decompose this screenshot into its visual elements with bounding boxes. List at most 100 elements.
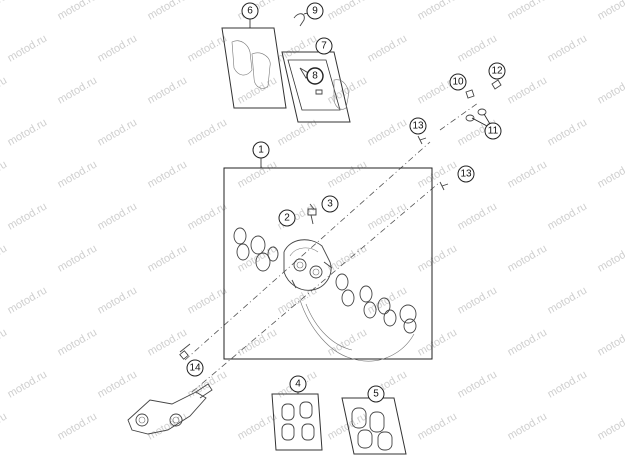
watermark-text: motod.ru [416, 158, 460, 190]
watermark-text: motod.ru [276, 284, 320, 316]
svg-text:11: 11 [488, 126, 499, 137]
watermark-text: motod.ru [416, 0, 460, 23]
watermark-text: motod.ru [56, 158, 100, 190]
callout-14: 14 [186, 359, 204, 377]
callout-4: 4 [289, 375, 307, 393]
callout-10: 10 [449, 73, 467, 91]
watermark-text: motod.ru [0, 242, 9, 274]
watermark-text: motod.ru [546, 284, 590, 316]
svg-text:4: 4 [295, 379, 301, 390]
svg-text:5: 5 [373, 389, 379, 400]
callout-2: 2 [278, 209, 296, 227]
watermark-text: motod.ru [96, 200, 140, 232]
watermark-text: motod.ru [146, 410, 190, 442]
watermark-text: motod.ru [546, 368, 590, 400]
watermark-text: motod.ru [326, 0, 370, 23]
watermark-text: motod.ru [546, 116, 590, 148]
svg-text:9: 9 [312, 6, 318, 17]
pin-and-rings [465, 79, 502, 122]
callout-12: 12 [488, 62, 506, 80]
watermark-text: motod.ru [236, 326, 280, 358]
watermark-text: motod.ru [416, 410, 460, 442]
watermark-text: motod.ru [6, 284, 50, 316]
callout-1: 1 [252, 141, 270, 159]
watermark-text: motod.ru [366, 200, 410, 232]
watermark-text: motod.ru [0, 0, 9, 23]
watermark-text: motod.ru [56, 242, 100, 274]
callout-13-upper: 13 [409, 117, 427, 135]
watermark-text: motod.ru [0, 158, 9, 190]
watermark-text: motod.ru [146, 326, 190, 358]
watermark-text: motod.ru [0, 74, 9, 106]
svg-text:13: 13 [412, 121, 424, 132]
watermark-text: motod.ru [186, 200, 230, 232]
watermark-text: motod.ru [546, 200, 590, 232]
svg-text:12: 12 [491, 66, 503, 77]
watermark-text: motod.ru [96, 368, 140, 400]
mounting-bolts [417, 135, 449, 191]
watermark-text: motod.ru [596, 242, 625, 274]
watermark-text: motod.ru [456, 368, 500, 400]
watermark-text: motod.ru [506, 0, 550, 23]
watermark-text: motod.ru [456, 200, 500, 232]
callout-5: 5 [367, 385, 385, 403]
watermark-text: motod.ru [596, 410, 625, 442]
piston-seals-left [233, 227, 279, 272]
watermark-text: motod.ru [326, 158, 370, 190]
watermark-text: motod.ru [96, 32, 140, 64]
callout-3: 3 [321, 195, 339, 213]
callout-8: 8 [306, 67, 324, 85]
svg-text:14: 14 [189, 363, 201, 374]
watermark-text: motod.ru [596, 158, 625, 190]
brake-disc [299, 299, 415, 362]
watermark-text: motod.ru [56, 326, 100, 358]
callout-13-lower: 13 [457, 165, 475, 183]
callout-9: 9 [306, 2, 324, 20]
watermark-text: motod.ru [506, 410, 550, 442]
watermark-text: motod.ru [456, 284, 500, 316]
watermark-text: motod.ru [146, 242, 190, 274]
watermark-text: motod.ru [366, 284, 410, 316]
svg-text:10: 10 [452, 77, 464, 88]
pad-kit-panel-6 [221, 18, 287, 109]
watermark-text: motod.ru [506, 158, 550, 190]
watermark-text: motod.ru [456, 32, 500, 64]
watermark-text: motod.ru [596, 0, 625, 23]
watermark-text: motod.ru [146, 0, 190, 23]
callout-6: 6 [241, 2, 259, 20]
svg-text:6: 6 [247, 6, 253, 17]
watermark-text: motod.ru [56, 410, 100, 442]
watermark-text: motod.ru [6, 32, 50, 64]
watermark-text: motod.ru [186, 32, 230, 64]
assembly-axis-lines [184, 102, 479, 393]
bolt-long [179, 343, 191, 360]
callout-7: 7 [315, 37, 333, 55]
svg-text:8: 8 [312, 71, 318, 82]
watermark-text: motod.ru [366, 116, 410, 148]
callout-layer: 1 2 3 4 5 6 7 8 [186, 2, 506, 403]
watermark-text: motod.ru [146, 74, 190, 106]
watermark-text: motod.ru [0, 410, 9, 442]
watermark-text: motod.ru [56, 0, 100, 23]
caliper-bracket [127, 383, 213, 435]
watermark-text: motod.ru [6, 116, 50, 148]
watermark-text: motod.ru [416, 242, 460, 274]
watermark-text: motod.ru [236, 410, 280, 442]
svg-text:3: 3 [327, 199, 333, 210]
watermark-text: motod.ru [6, 200, 50, 232]
svg-text:13: 13 [460, 169, 472, 180]
piston-seals-right [335, 273, 417, 334]
caliper-assembly-box [223, 158, 433, 360]
watermark-text: motod.ru [6, 368, 50, 400]
watermark-text: motod.ru [596, 74, 625, 106]
watermark-text: motod.ru [186, 284, 230, 316]
watermark-text: motod.ru [546, 32, 590, 64]
svg-text:1: 1 [258, 145, 264, 156]
callout-11: 11 [471, 113, 502, 140]
watermark-text: motod.ru [326, 410, 370, 442]
svg-text:2: 2 [284, 213, 290, 224]
watermark-text: motod.ru [56, 74, 100, 106]
watermark-text: motod.ru [146, 158, 190, 190]
watermark-text: motod.ru [96, 116, 140, 148]
